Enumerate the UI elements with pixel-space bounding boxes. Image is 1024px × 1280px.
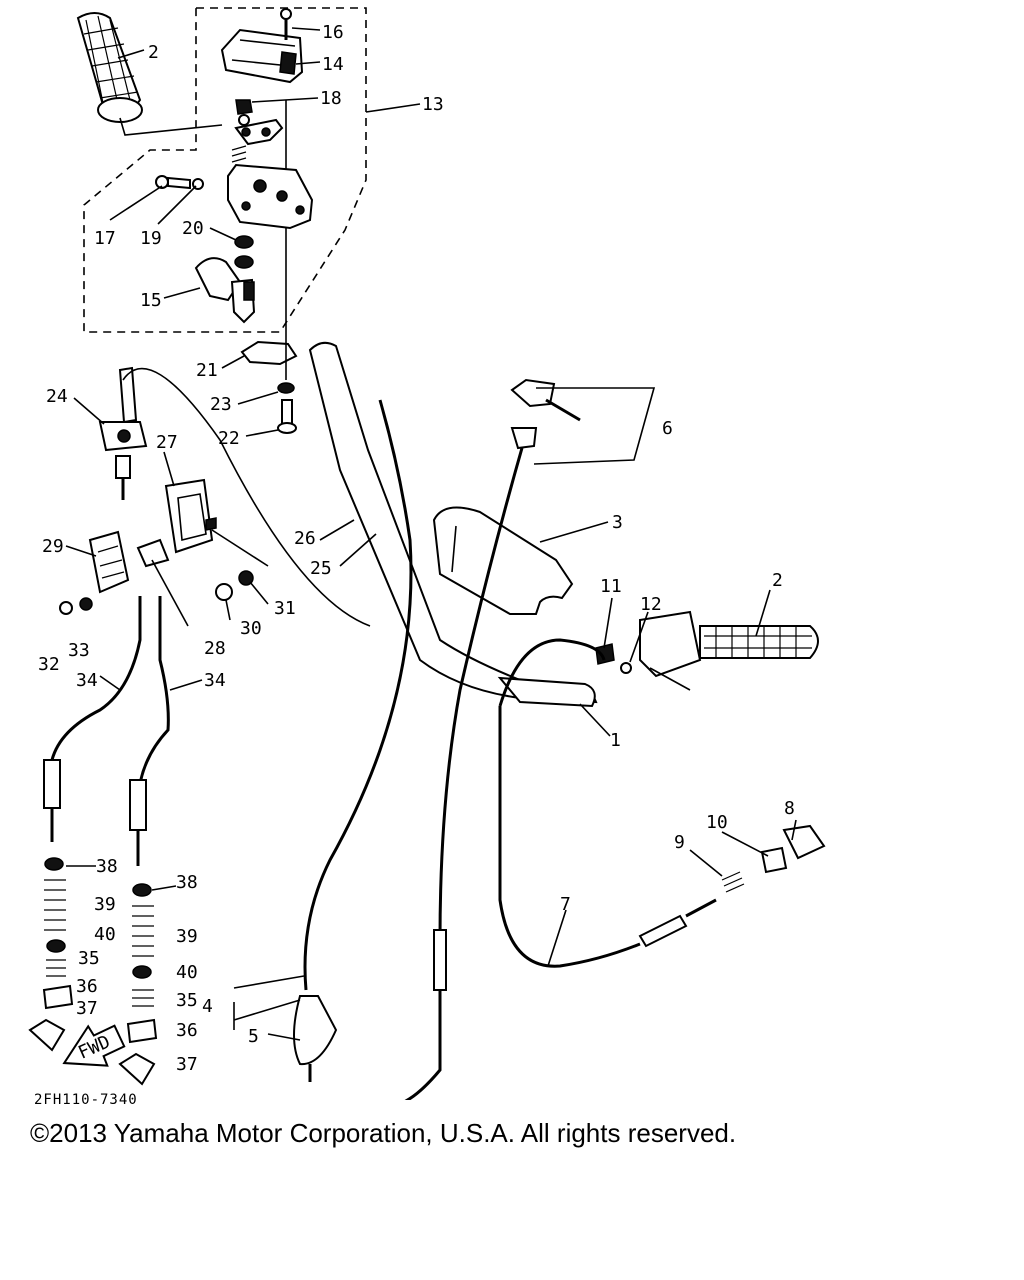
callout-3: 3 (612, 512, 623, 533)
copyright-notice: ©2013 Yamaha Motor Corporation, U.S.A. A… (30, 1118, 737, 1148)
callout-2: 2 (148, 42, 159, 63)
callout-40: 40 (94, 924, 116, 945)
cable-end-6 (510, 378, 581, 450)
callout-20: 20 (182, 218, 204, 239)
throttle-cable (404, 447, 524, 1100)
assembly-13-outline (83, 7, 367, 333)
callout-34: 34 (76, 670, 98, 691)
callout-38: 38 (176, 872, 198, 893)
callout-33: 33 (68, 640, 90, 661)
callout-2: 2 (772, 570, 783, 591)
cover-3 (432, 506, 574, 615)
switch-housing (227, 163, 314, 230)
callout-15: 15 (140, 290, 162, 311)
callout-31: 31 (274, 598, 296, 619)
callout-28: 28 (204, 638, 226, 659)
callout-29: 29 (42, 536, 64, 557)
callout-13: 13 (422, 94, 444, 115)
callout-32: 32 (38, 654, 60, 675)
throttle-housing (595, 610, 702, 691)
callout-23: 23 (210, 394, 232, 415)
throttle-lever-15 (194, 257, 256, 324)
callout-10: 10 (706, 812, 728, 833)
callout-4: 4 (202, 996, 213, 1017)
washer-23 (277, 382, 295, 394)
bolt-22 (277, 399, 297, 434)
callout-7: 7 (560, 894, 571, 915)
screw-30 (215, 583, 233, 601)
left-grip (76, 12, 143, 123)
clutch-cable (303, 399, 413, 991)
brake-hose-left (43, 596, 142, 842)
callout-27: 27 (156, 432, 178, 453)
handlebar-1 (308, 341, 598, 708)
callout-8: 8 (784, 798, 795, 819)
spring-stack-right (118, 883, 158, 1086)
adjuster-4 (293, 995, 338, 1066)
cable-fitting (638, 824, 826, 948)
callout-38: 38 (96, 856, 118, 877)
brake-lever-24 (98, 366, 371, 627)
callout-36: 36 (176, 1020, 198, 1041)
callout-6: 6 (662, 418, 673, 439)
right-grip (699, 625, 819, 659)
drawing-code: 2FH110-7340 (34, 1092, 138, 1108)
screw-16 (280, 8, 292, 40)
leader-lines (65, 27, 797, 1041)
grip-leader (119, 117, 223, 136)
callout-39: 39 (176, 926, 198, 947)
callout-5: 5 (248, 1026, 259, 1047)
callout-17: 17 (94, 228, 116, 249)
brake-hose-right (129, 596, 170, 866)
callout-9: 9 (674, 832, 685, 853)
clamp-21 (240, 228, 298, 380)
brake-switch-27 (164, 478, 269, 567)
nut-18 (235, 99, 253, 126)
cover-plate-29 (88, 530, 130, 594)
callout-39: 39 (94, 894, 116, 915)
callout-18: 18 (320, 88, 342, 109)
screw-17 (155, 175, 204, 190)
callout-22: 22 (218, 428, 240, 449)
choke-cable-7 (498, 638, 641, 968)
callout-16: 16 (322, 22, 344, 43)
callout-40: 40 (176, 962, 198, 983)
switch-lever (231, 118, 284, 163)
fwd-arrow: FWD (62, 1024, 126, 1067)
callout-26: 26 (294, 528, 316, 549)
callout-19: 19 (140, 228, 162, 249)
washer-33 (79, 597, 93, 611)
callout-37: 37 (76, 998, 98, 1019)
switch-bracket-28 (136, 538, 170, 568)
callout-37: 37 (176, 1054, 198, 1075)
spring-stack-left (28, 857, 74, 1052)
washer-20 (234, 235, 254, 269)
callout-25: 25 (310, 558, 332, 579)
screw-32 (59, 601, 73, 615)
callout-12: 12 (640, 594, 662, 615)
callout-30: 30 (240, 618, 262, 639)
callout-1: 1 (610, 730, 621, 751)
callout-35: 35 (176, 990, 198, 1011)
callout-14: 14 (322, 54, 344, 75)
callout-21: 21 (196, 360, 218, 381)
switch-cover (220, 28, 304, 84)
callout-labels: 1 2 2 3 4 5 6 7 8 9 10 11 12 13 14 15 16… (38, 22, 795, 1075)
callout-24: 24 (46, 386, 68, 407)
callout-11: 11 (600, 576, 622, 597)
callout-35: 35 (78, 948, 100, 969)
cable-sleeve (433, 929, 447, 991)
callout-34: 34 (204, 670, 226, 691)
washer-31 (238, 570, 254, 586)
callout-36: 36 (76, 976, 98, 997)
exploded-parts-diagram: FWD (28, 7, 826, 1100)
